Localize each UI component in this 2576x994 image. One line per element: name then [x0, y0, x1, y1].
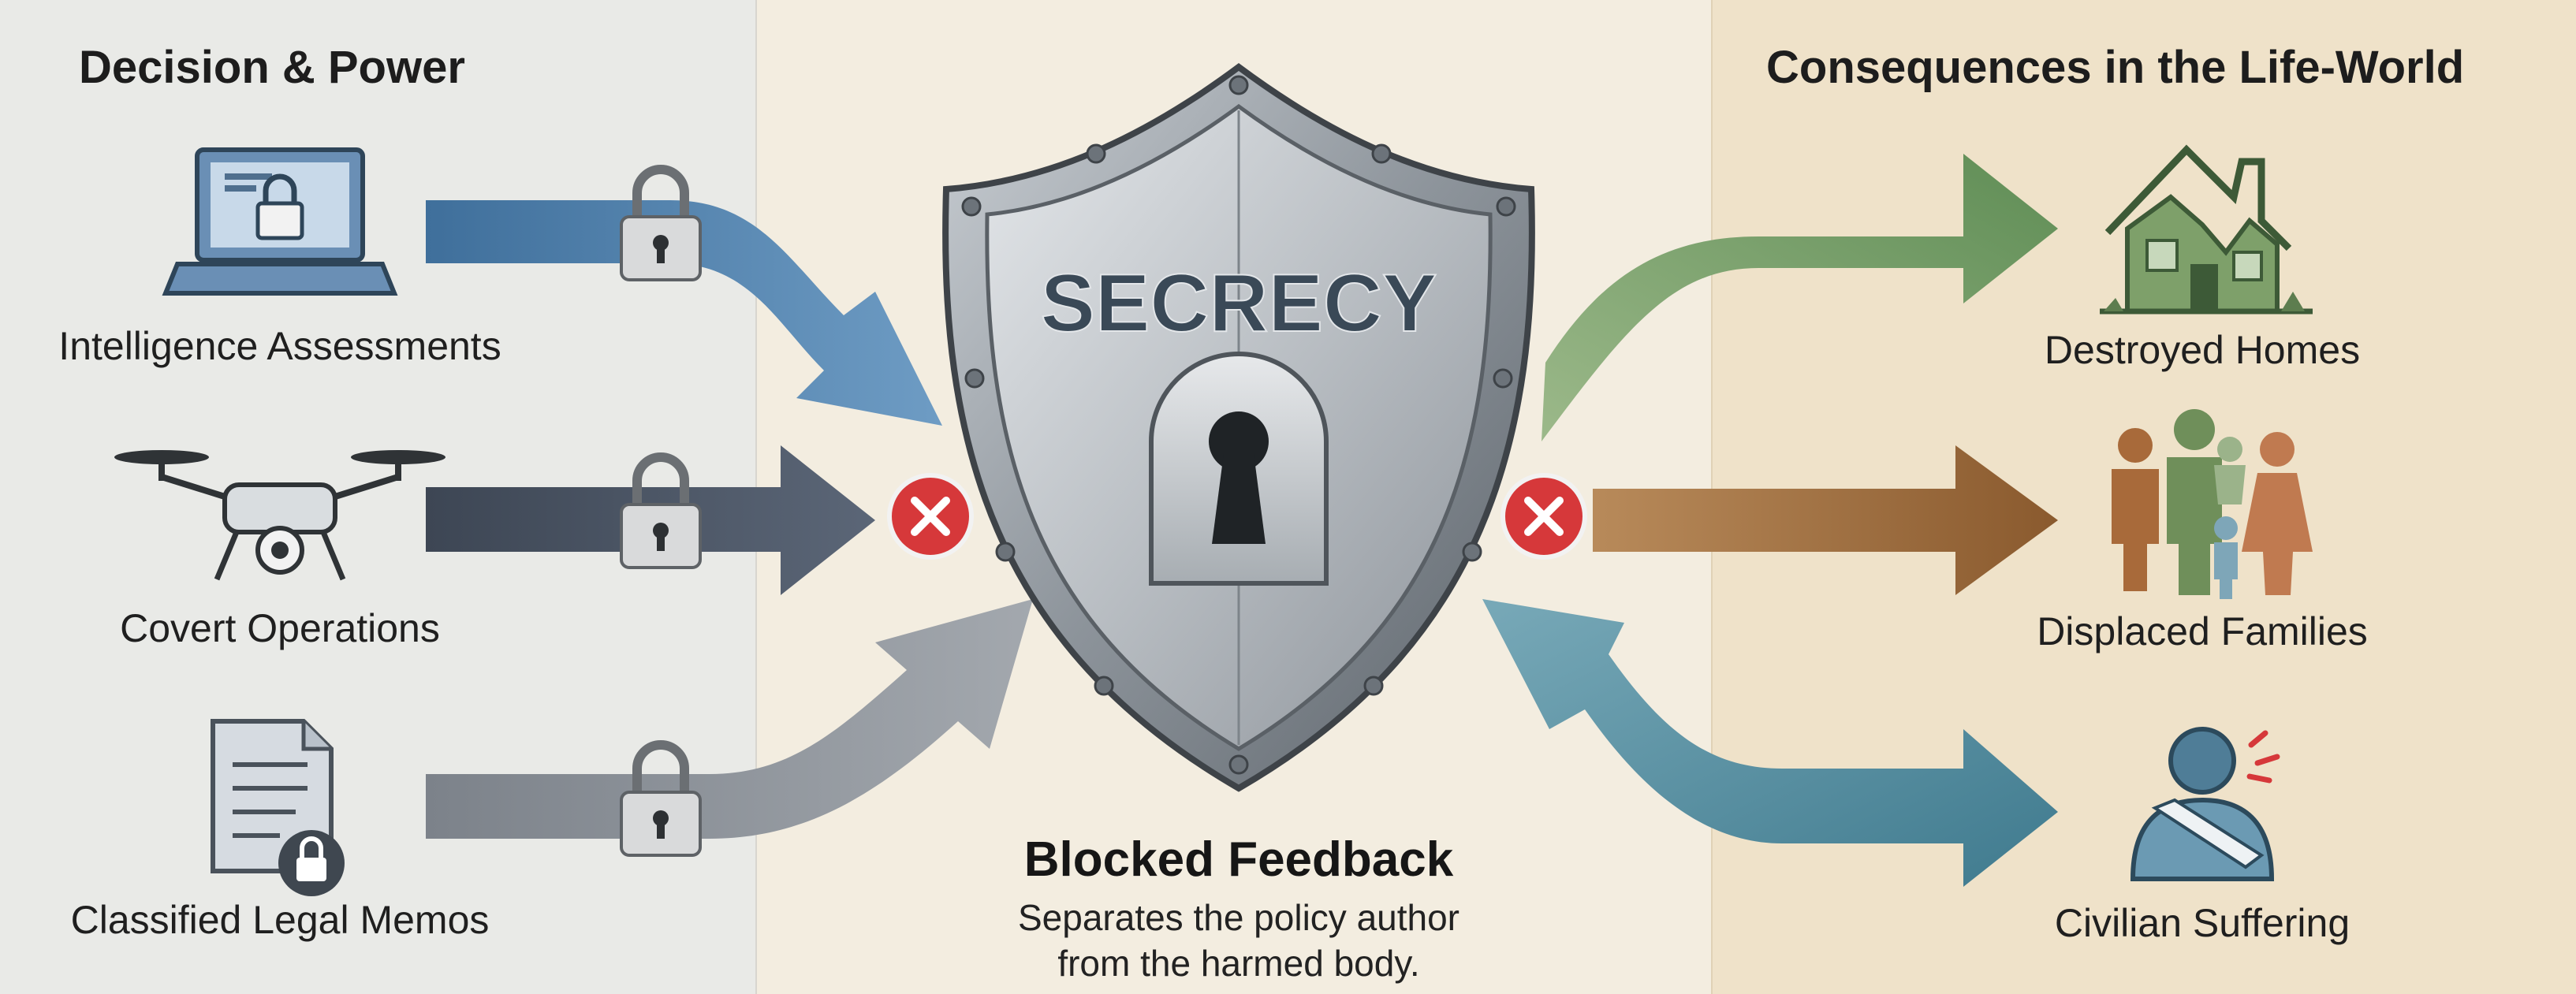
blocked-feedback-subtitle: Separates the policy author from the har… [1018, 895, 1459, 986]
shield-text: SECRECY [1041, 258, 1437, 349]
arrow-intelligence-to-shield [426, 200, 942, 426]
padlock-icon [620, 740, 702, 857]
label-destroyed-homes: Destroyed Homes [2044, 328, 2361, 372]
laptop-lock-icon [162, 147, 398, 296]
keyhole-lock-icon [1149, 352, 1329, 586]
family-icon [2112, 409, 2313, 599]
document-lock-icon [211, 719, 345, 896]
destroyed-house-icon [2100, 144, 2313, 315]
label-classified-legal-memos: Classified Legal Memos [70, 898, 490, 942]
left-panel-heading: Decision & Power [79, 42, 465, 93]
arrow-memos-to-shield [426, 599, 1033, 839]
label-intelligence-assessments: Intelligence Assessments [58, 324, 501, 368]
label-displaced-families: Displaced Families [2037, 609, 2368, 653]
padlock-icon [620, 452, 702, 569]
blocked-x-icon [1500, 473, 1587, 560]
arrow-shield-to-displaced-families [1593, 445, 2058, 595]
blocked-x-icon [887, 473, 974, 560]
subtitle-line-1: Separates the policy author [1017, 897, 1460, 938]
label-covert-operations: Covert Operations [120, 606, 440, 650]
padlock-icon [620, 165, 702, 281]
label-civilian-suffering: Civilian Suffering [2054, 901, 2350, 945]
secrecy-shield [942, 63, 1535, 792]
injured-person-icon [2130, 727, 2280, 881]
arrow-civilian-suffering-feedback [1482, 599, 2058, 887]
blocked-feedback-title: Blocked Feedback [1023, 832, 1454, 887]
drone-icon [114, 450, 445, 581]
subtitle-line-2: from the harmed body. [1057, 943, 1420, 984]
right-panel-heading: Consequences in the Life-World [1766, 42, 2465, 93]
arrow-shield-to-destroyed-homes [1541, 154, 2058, 441]
